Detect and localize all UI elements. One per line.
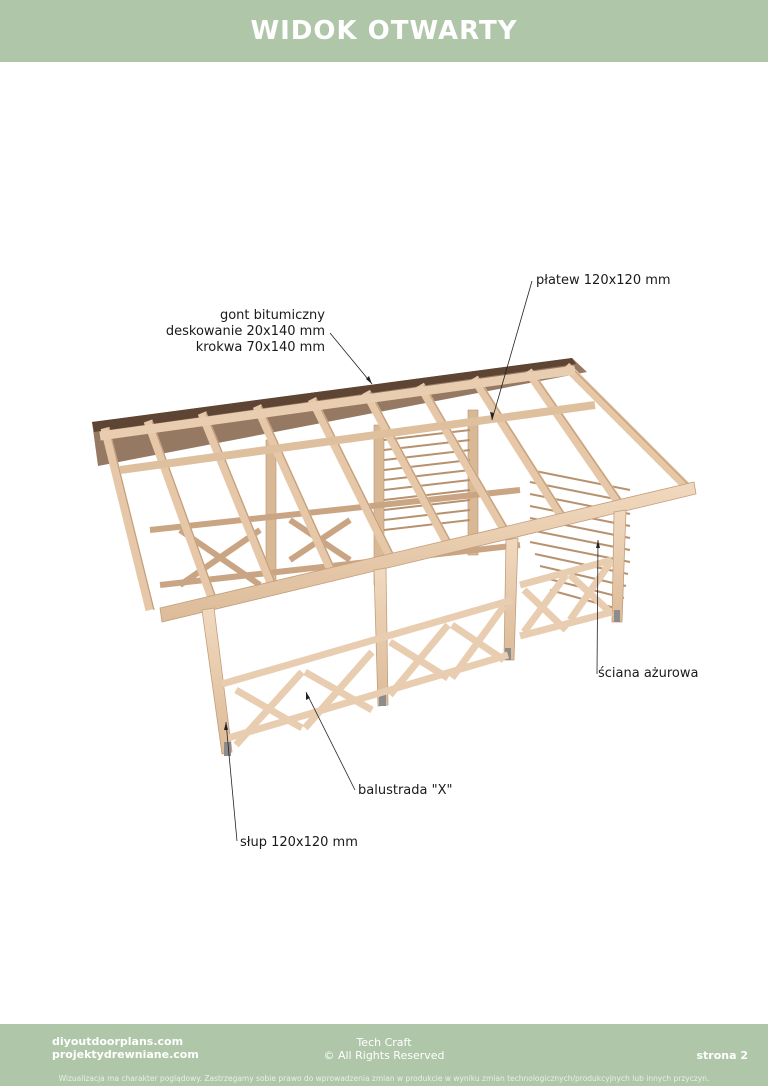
balustrade-label: balustrada "X": [358, 783, 453, 798]
purlin-label: płatew 120x120 mm: [536, 273, 671, 288]
page-footer: diyoutdoorplans.com projektydrewniane.co…: [0, 1024, 768, 1086]
footer-rights: © All Rights Reserved: [323, 1049, 445, 1062]
purlin-beam: [119, 401, 596, 474]
rafters: [100, 362, 692, 612]
footer-site-projektydrewniane[interactable]: projektydrewniane.com: [52, 1048, 199, 1061]
leader-lines: [225, 280, 599, 842]
ridge-beam: [99, 365, 576, 441]
roof-label-line3: krokwa 70x140 mm: [195, 340, 325, 355]
post-anchors: [224, 610, 620, 756]
footer-site-diyoutdoorplans[interactable]: diyoutdoorplans.com: [52, 1035, 184, 1048]
rafter-edges: [108, 365, 693, 611]
footer-websites: diyoutdoorplans.com projektydrewniane.co…: [52, 1035, 199, 1061]
roof-label-line1: gont bitumiczny: [219, 308, 325, 323]
leader-arrows: [224, 376, 600, 730]
openwork-wall-label: ściana ażurowa: [598, 666, 699, 681]
page-header: WIDOK OTWARTY: [0, 0, 768, 62]
page-title: WIDOK OTWARTY: [250, 16, 518, 46]
roof-label: gont bitumiczny deskowanie 20x140 mm kro…: [150, 308, 325, 356]
footer-copyright: Tech Craft © All Rights Reserved: [0, 1036, 768, 1062]
front-eave-beam: [159, 481, 697, 623]
roof-label-line2: deskowanie 20x140 mm: [165, 324, 325, 339]
post-label: słup 120x120 mm: [240, 835, 358, 850]
front-balustrade: [221, 556, 613, 748]
openwork-wall-center: [383, 429, 471, 531]
footer-company: Tech Craft: [356, 1036, 412, 1049]
pavilion-drawing: [92, 280, 697, 842]
footer-disclaimer: Wizualizacja ma charakter poglądowy. Zas…: [58, 1074, 710, 1083]
pavilion-illustration: gont bitumiczny deskowanie 20x140 mm kro…: [0, 62, 768, 1024]
page-number: strona 2: [696, 1049, 748, 1062]
roof-fascia: [92, 358, 576, 432]
